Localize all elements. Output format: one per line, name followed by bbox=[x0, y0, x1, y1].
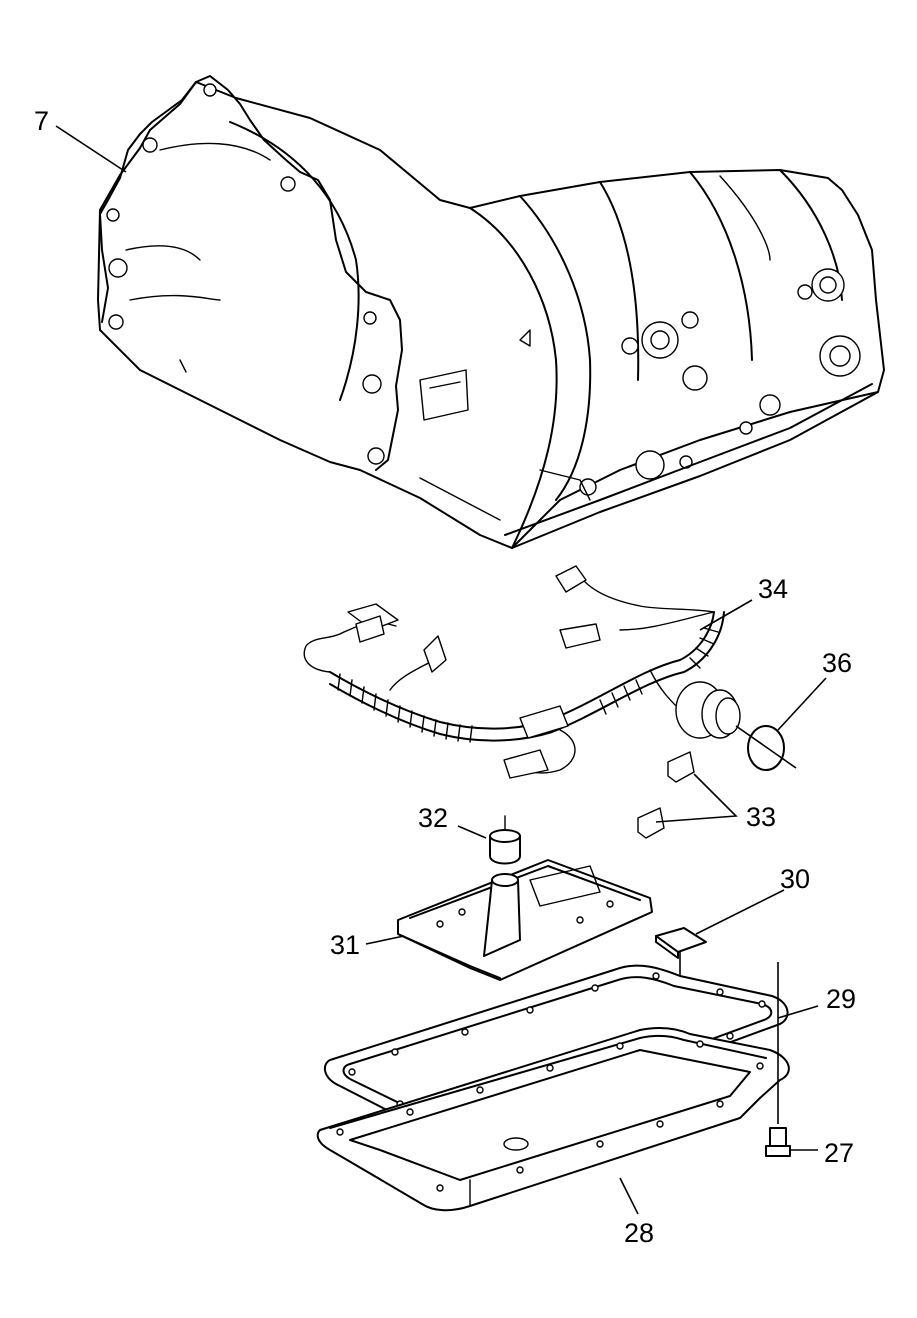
pan-bolt bbox=[765, 962, 818, 1157]
callout-30: 30 bbox=[780, 864, 810, 894]
callout-28: 28 bbox=[624, 1218, 654, 1248]
o-ring-seal bbox=[735, 725, 797, 771]
leader-30 bbox=[695, 889, 785, 935]
callout-32: 32 bbox=[418, 803, 448, 833]
callout-7: 7 bbox=[34, 106, 49, 136]
callout-29: 29 bbox=[826, 984, 856, 1014]
callout-36: 36 bbox=[822, 648, 852, 678]
callout-27: 27 bbox=[824, 1138, 854, 1168]
leader-34 bbox=[699, 599, 753, 631]
leader-36 bbox=[777, 677, 827, 731]
leader-33 bbox=[655, 773, 738, 823]
leader-7 bbox=[55, 125, 127, 173]
callout-34: 34 bbox=[758, 574, 788, 604]
fluid-filter bbox=[397, 859, 653, 981]
oil-pan bbox=[316, 1026, 790, 1215]
harness-clips bbox=[637, 751, 695, 839]
leader-32 bbox=[457, 825, 487, 839]
filter-seal bbox=[489, 815, 521, 865]
wiring-harness bbox=[303, 565, 741, 779]
callout-33: 33 bbox=[746, 802, 776, 832]
callout-31: 31 bbox=[330, 930, 360, 960]
transmission-case bbox=[97, 75, 885, 549]
leader-31 bbox=[365, 935, 405, 945]
